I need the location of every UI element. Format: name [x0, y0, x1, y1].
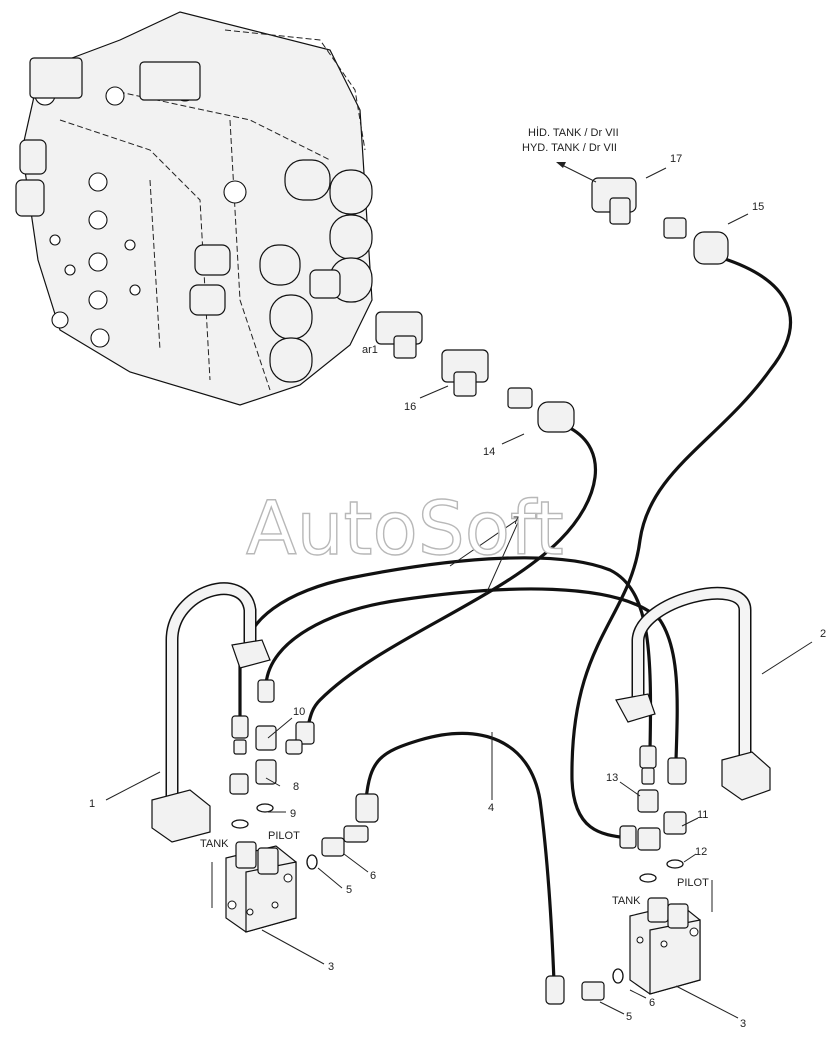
callout-15: 15	[752, 201, 764, 213]
leader-lines	[105, 162, 813, 1019]
callout-4: 4	[488, 802, 494, 814]
right-pilot-label: PILOT	[677, 877, 709, 889]
hose-7b	[264, 587, 679, 762]
ref-ar1: ar1	[362, 344, 378, 356]
callout-5-left: 5	[346, 884, 352, 896]
right-valve-block	[629, 880, 713, 995]
callout-16: 16	[404, 401, 416, 413]
o-rings	[231, 803, 684, 984]
callout-2: 2	[820, 628, 826, 640]
hose-14	[304, 426, 597, 736]
hose-4	[364, 731, 556, 984]
left-valve-block	[211, 841, 297, 933]
hose-15	[570, 256, 793, 840]
tank-label-en: HYD. TANK / Dr VII	[522, 142, 617, 154]
callout-3-left: 3	[328, 961, 334, 973]
callout-1: 1	[89, 798, 95, 810]
callout-12: 12	[695, 846, 707, 858]
callout-6-right: 6	[649, 997, 655, 1009]
hoses	[238, 256, 793, 984]
callout-13: 13	[606, 772, 618, 784]
callout-11: 11	[697, 809, 708, 821]
watermark: AutoSoft	[246, 486, 564, 572]
left-pilot-label: PILOT	[268, 830, 300, 842]
pipe-1	[151, 582, 257, 843]
callout-numbers: 1 2 3 3 4 5 5 6 6 7 8 9 10 11 12 13 14 1…	[89, 153, 826, 1030]
tank-label-tr: HİD. TANK / Dr VII	[528, 126, 619, 139]
left-tank-label: TANK	[200, 838, 229, 850]
pipe-2	[615, 586, 771, 801]
callout-6-left: 6	[370, 870, 376, 882]
callout-9: 9	[290, 808, 296, 820]
callout-3-right: 3	[740, 1018, 746, 1030]
callout-14: 14	[483, 446, 495, 458]
callout-17: 17	[670, 153, 682, 165]
callout-7: 7	[513, 515, 519, 527]
callout-8: 8	[293, 781, 299, 793]
callout-5-right: 5	[626, 1011, 632, 1023]
hose-7a	[243, 556, 653, 752]
fittings	[229, 177, 729, 1005]
main-control-valve	[15, 11, 373, 406]
callout-10: 10	[293, 706, 305, 718]
right-tank-label: TANK	[612, 895, 641, 907]
